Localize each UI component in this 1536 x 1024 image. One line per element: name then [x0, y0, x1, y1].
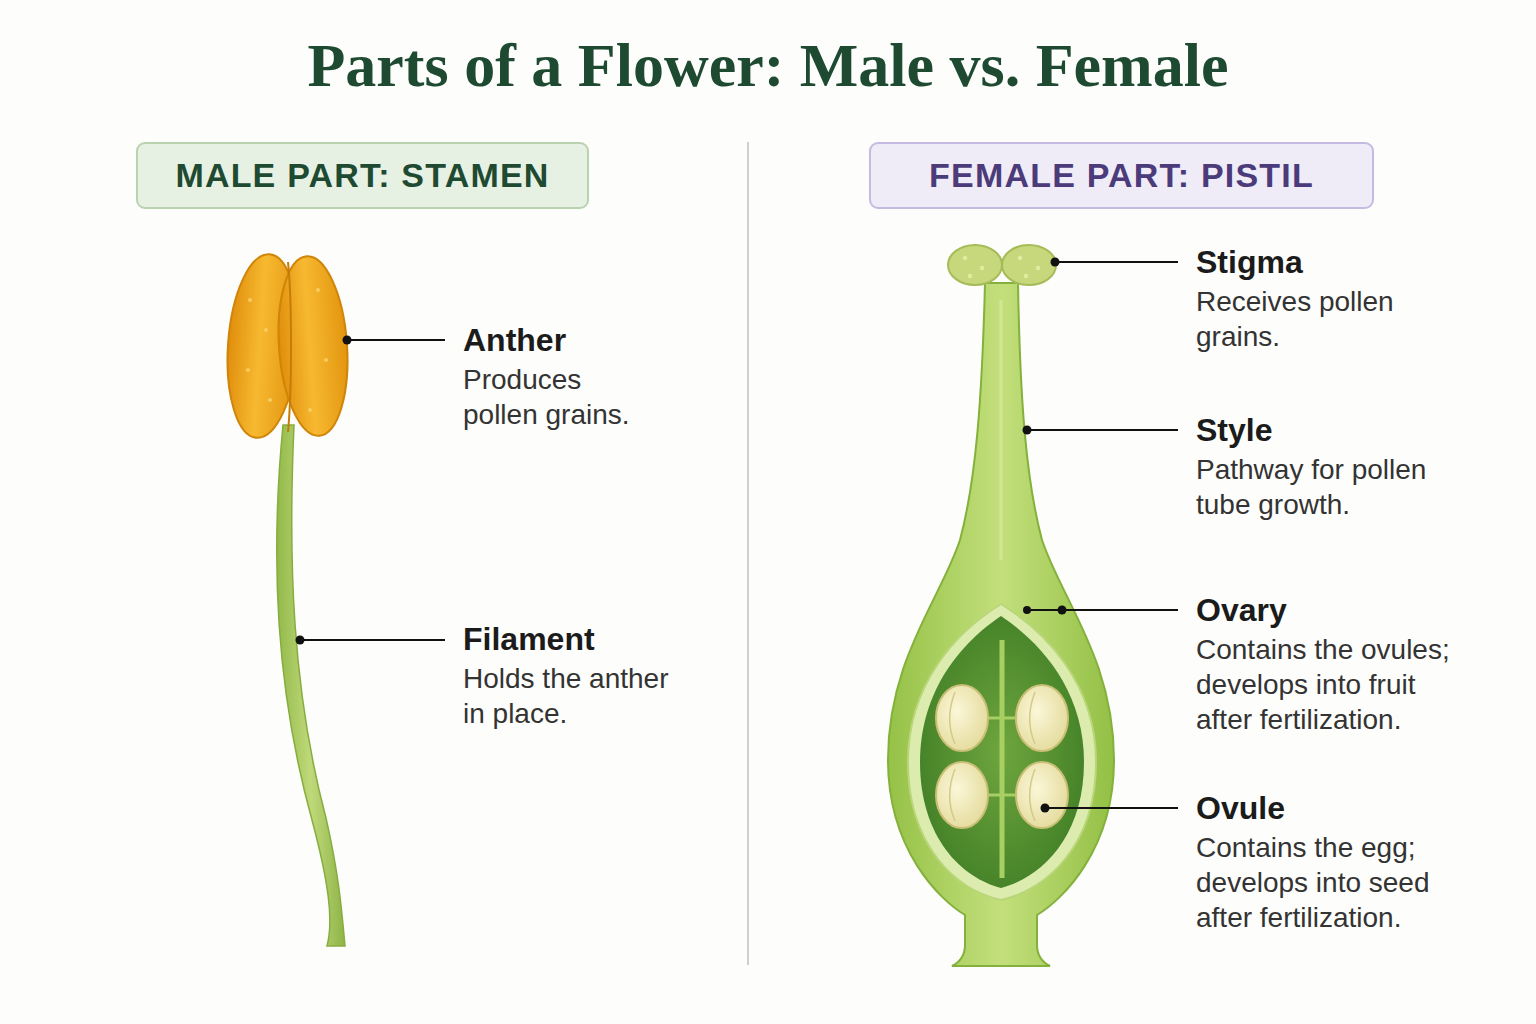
pollen-dot: [268, 398, 272, 402]
stigma-dot: [1018, 256, 1022, 260]
ovary-cavity: [920, 616, 1084, 888]
ovule: [936, 762, 988, 828]
pollen-dot: [316, 288, 320, 292]
pollen-texture: [246, 288, 328, 412]
style-highlight: [1000, 300, 1003, 560]
leader-line: [347, 339, 445, 341]
stigma-dot: [963, 256, 967, 260]
pollen-dot: [324, 358, 328, 362]
stigma-dot: [1036, 266, 1040, 270]
anther-lobe: [273, 254, 353, 438]
part-description: Holds the anther in place.: [463, 661, 683, 731]
ovule-line: [1030, 692, 1035, 744]
header-text: FEMALE PART: PISTIL: [929, 156, 1314, 195]
part-description: Pathway for pollen tube growth.: [1196, 452, 1456, 522]
pollen-dot: [248, 298, 252, 302]
divider-line: [747, 142, 749, 965]
part-description: Receives pollen grains.: [1196, 284, 1436, 354]
pistil-body: [888, 283, 1114, 966]
leader-line: [1027, 609, 1178, 611]
pollen-dot: [246, 368, 250, 372]
stigma-dot: [980, 266, 984, 270]
stigma-dot: [968, 274, 972, 278]
ovule-lines: [950, 692, 1035, 821]
leader-line: [1027, 429, 1178, 431]
pollen-dot: [264, 328, 268, 332]
section-header: FEMALE PART: PISTIL: [869, 142, 1374, 209]
diagram-title: Parts of a Flower: Male vs. Female: [0, 22, 1536, 108]
part-name: Filament: [463, 617, 595, 661]
stigma-lobe: [1002, 245, 1056, 285]
placenta: [1000, 640, 1005, 878]
stigma-dot: [1024, 274, 1028, 278]
part-name: Anther: [463, 318, 566, 362]
part-name: Ovary: [1196, 588, 1287, 632]
section-header: MALE PART: STAMEN: [136, 142, 589, 209]
part-description: Produces pollen grains.: [463, 362, 648, 432]
ovule: [1016, 685, 1068, 751]
leader-line: [300, 639, 445, 641]
ovule-line: [1030, 769, 1035, 821]
part-description: Contains the egg; develops into seed aft…: [1196, 830, 1466, 935]
ovary-wall: [908, 604, 1096, 900]
stigma-texture: [963, 256, 1040, 278]
leader-line: [1055, 261, 1178, 263]
anther-groove: [288, 262, 291, 432]
part-description: Contains the ovules; develops into fruit…: [1196, 632, 1466, 737]
leader-line: [1045, 807, 1178, 809]
ovule: [1016, 762, 1068, 828]
part-name: Stigma: [1196, 240, 1303, 284]
stigma-lobe: [948, 245, 1002, 285]
part-name: Style: [1196, 408, 1272, 452]
ovule-line: [950, 692, 955, 744]
ovule: [936, 685, 988, 751]
ovule-line: [950, 769, 955, 821]
header-text: MALE PART: STAMEN: [175, 156, 549, 195]
part-name: Ovule: [1196, 786, 1285, 830]
filament: [277, 425, 345, 946]
ovule-stalks: [985, 718, 1019, 795]
pollen-dot: [308, 408, 312, 412]
